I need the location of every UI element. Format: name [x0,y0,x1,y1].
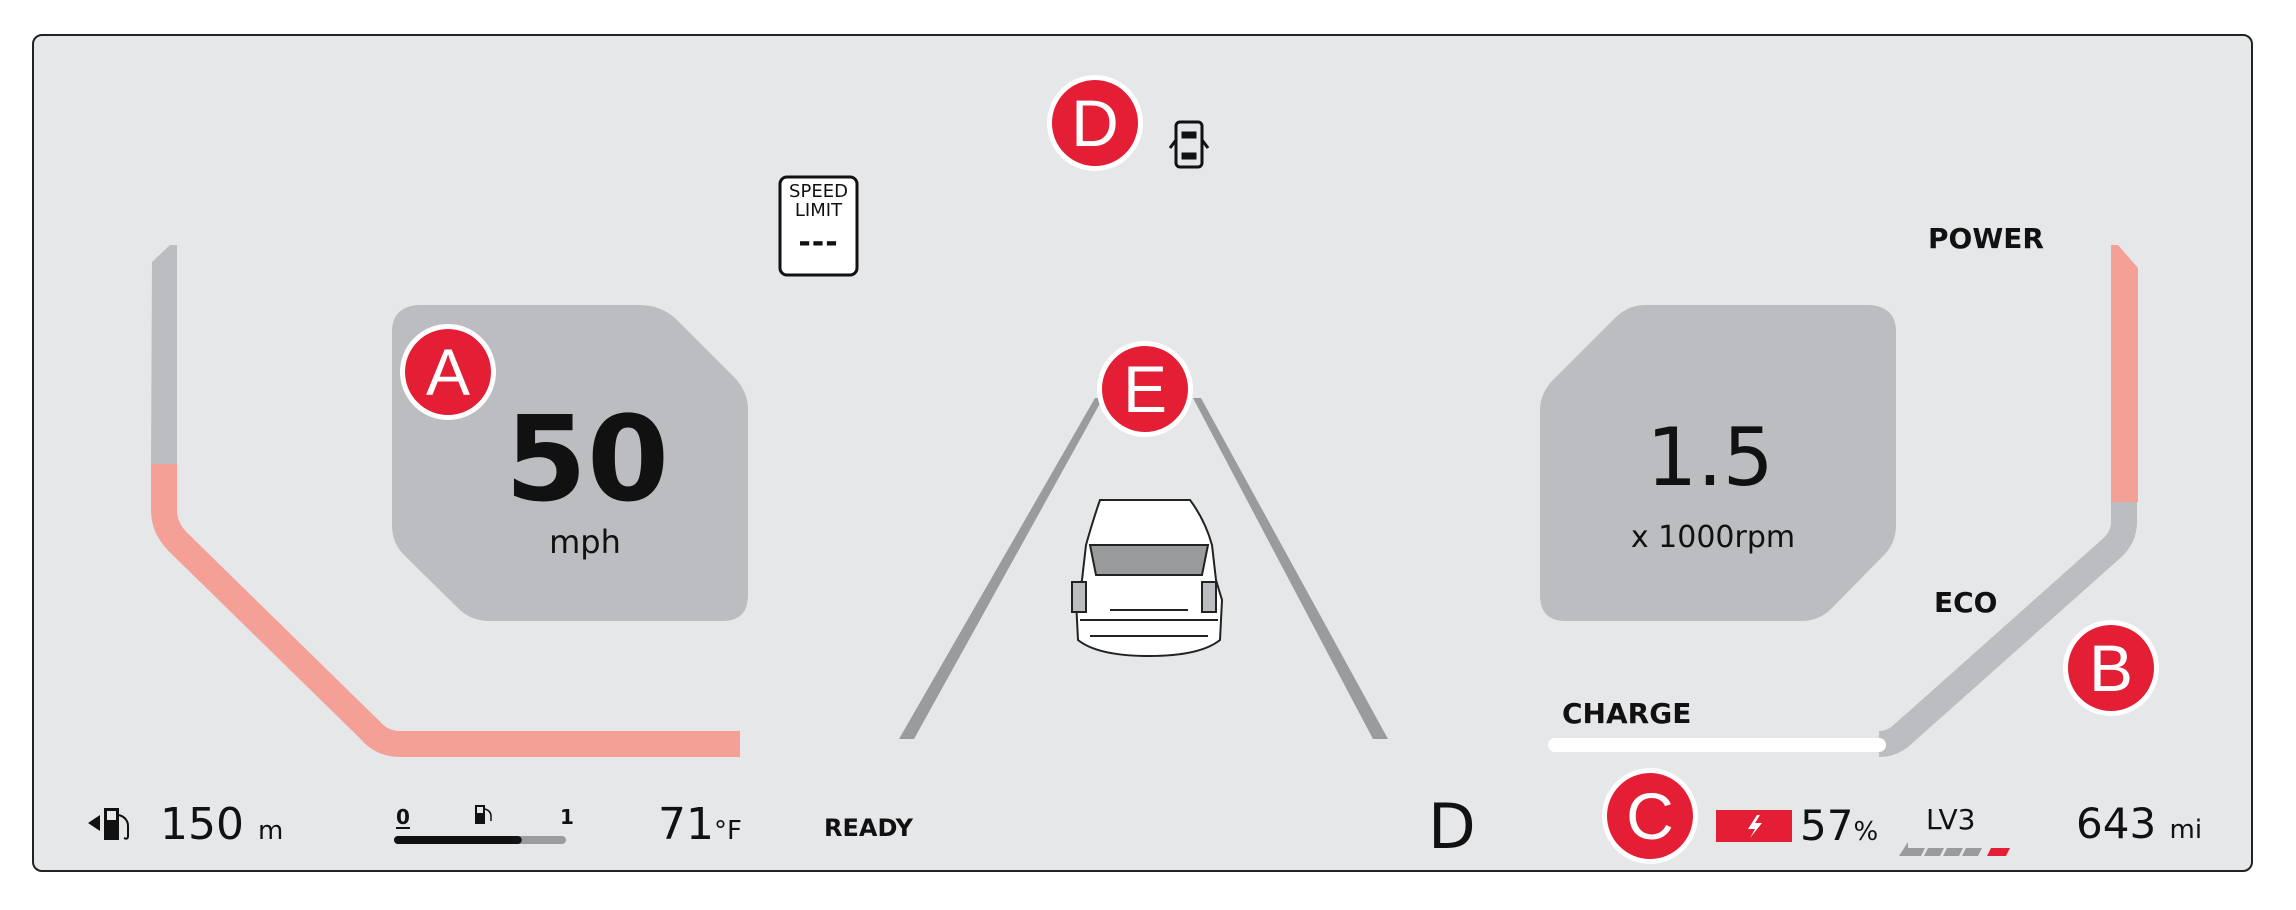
speed-limit-sign [778,175,859,277]
power-label: POWER [1928,222,2044,255]
battery-percent: 57% [1800,805,1878,847]
range-remaining: 643 mi [2076,803,2202,845]
lane-line-left [899,398,1103,739]
battery-percent-unit: % [1853,817,1879,847]
fuel-max-label: 1 [560,805,574,829]
callout-a: A [400,324,496,420]
regen-level-label: LV3 [1926,803,1976,836]
gear-indicator: D [1428,790,1476,863]
temperature-unit: °F [714,816,742,846]
range-value: 643 [2076,799,2157,848]
speed-value: 50 [504,390,670,528]
rpm-unit: x 1000rpm [1630,520,1796,555]
speed-unit: mph [549,523,621,561]
ready-status: READY [824,814,914,842]
rpm-panel [1540,305,1896,621]
battery-percent-value: 57 [1800,801,1854,850]
fuel-distance-unit: m [257,816,284,846]
speed-limit-value: --- [798,225,839,260]
range-unit: mi [2169,815,2203,845]
callout-b: B [2063,620,2159,716]
lane-line-right [1193,398,1388,739]
rpm-value: 1.5 [1646,411,1774,504]
fuel-distance-value: 150 [160,799,244,850]
speed-gauge-active [151,464,740,757]
callout-c: C [1602,768,1698,864]
fuel-gauge-pump-icon [475,805,492,824]
charge-label: CHARGE [1562,697,1692,730]
power-gauge-active [2111,245,2138,502]
vehicle-icon [1071,499,1224,658]
speed-limit-line2: LIMIT [794,200,843,221]
fuel-distance: 150 m [160,803,283,847]
lightning-icon [1748,815,1762,838]
power-gauge-inactive [1878,502,2137,757]
regen-level-bars [1899,842,2010,856]
door-open-icon [1168,120,1210,169]
temperature-value: 71 [658,799,714,850]
eco-label: ECO [1934,586,1998,619]
callout-d: D [1047,75,1143,171]
speed-limit-line1: SPEED [789,181,848,202]
callout-e: E [1097,341,1193,437]
outside-temperature: 71°F [658,803,742,847]
speed-gauge-inactive [151,245,177,464]
fuel-pump-icon [88,808,129,840]
fuel-min-label: 0 [396,805,410,829]
